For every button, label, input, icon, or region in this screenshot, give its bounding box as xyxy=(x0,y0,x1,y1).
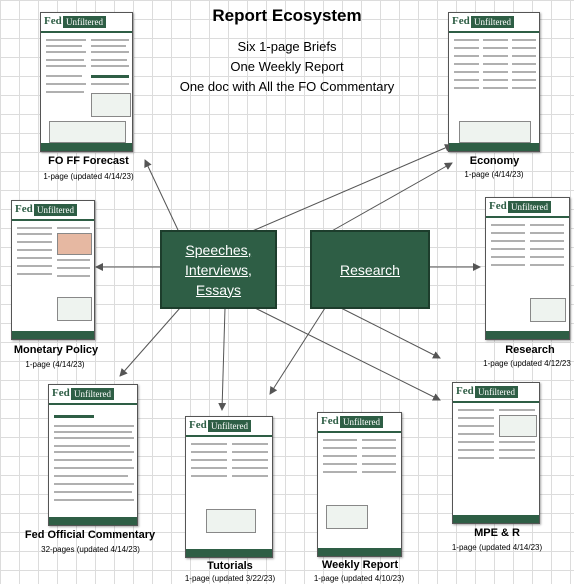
label-tutorials: Tutorials xyxy=(207,560,253,572)
label-economy: Economy xyxy=(469,155,520,167)
caption-weekly-report: 1-page (updated 4/10/23) xyxy=(313,574,405,583)
caption-research: 1-page (updated 4/12/23 xyxy=(483,359,571,368)
research-box-label: Research xyxy=(340,261,400,278)
doc-brand-unfiltered: Unfiltered xyxy=(71,388,114,400)
doc-brand-fed: Fed xyxy=(489,200,507,212)
doc-brand-fed: Fed xyxy=(44,15,62,27)
doc-brand-unfiltered: Unfiltered xyxy=(475,386,518,398)
arrow-to-weekly-report xyxy=(269,307,326,395)
research-box[interactable]: Research xyxy=(310,230,430,309)
arrow-to-mpe-r-1 xyxy=(254,307,441,401)
label-research: Research xyxy=(505,344,555,356)
caption-monetary-policy: 1-page (4/14/23) xyxy=(25,360,85,369)
doc-brand-fed: Fed xyxy=(15,203,33,215)
caption-tutorials: 1-page (updated 3/22/23) xyxy=(184,574,276,583)
label-fed-official-commentary: Fed Official Commentary xyxy=(24,529,156,541)
doc-brand-fed: Fed xyxy=(321,415,339,427)
arrow-to-tutorials xyxy=(218,307,227,411)
doc-brand-fed: Fed xyxy=(456,385,474,397)
subtitle-line-3: One doc with All the FO Commentary xyxy=(179,79,395,94)
label-fo-ff-forecast: FO FF Forecast xyxy=(48,155,129,167)
speeches-line-1: Speeches, xyxy=(185,241,252,258)
arrow-to-research-2 xyxy=(334,304,441,359)
caption-fo-ff-forecast: 1-page (updated 4/14/23) xyxy=(43,172,134,181)
subtitle-line-2: One Weekly Report xyxy=(230,59,344,74)
doc-brand-unfiltered: Unfiltered xyxy=(508,201,551,213)
speeches-line-3: Essays xyxy=(195,281,242,298)
label-weekly-report: Weekly Report xyxy=(321,559,399,571)
doc-brand-unfiltered: Unfiltered xyxy=(34,204,77,216)
doc-brand-fed: Fed xyxy=(452,15,470,27)
arrow-to-fed-official-commentary xyxy=(119,307,181,377)
doc-brand-fed: Fed xyxy=(189,419,207,431)
caption-economy: 1-page (4/14/23) xyxy=(464,170,524,179)
doc-brand-unfiltered: Unfiltered xyxy=(63,16,106,28)
doc-brand-unfiltered: Unfiltered xyxy=(208,420,251,432)
doc-brand-unfiltered: Unfiltered xyxy=(471,16,514,28)
speeches-box[interactable]: Speeches, Interviews, Essays xyxy=(160,230,277,309)
speeches-line-2: Interviews, xyxy=(185,261,252,278)
label-monetary-policy: Monetary Policy xyxy=(13,344,99,356)
page-title: Report Ecosystem xyxy=(212,6,362,25)
arrow-to-economy-2 xyxy=(329,162,453,233)
caption-fed-official-commentary: 32-pages (updated 4/14/23) xyxy=(41,545,140,554)
subtitle-line-1: Six 1-page Briefs xyxy=(237,39,337,54)
label-mpe-r: MPE & R xyxy=(474,527,520,539)
caption-mpe-r: 1-page (updated 4/14/23) xyxy=(451,543,543,552)
doc-brand-unfiltered: Unfiltered xyxy=(340,416,383,428)
doc-brand-fed: Fed xyxy=(52,387,70,399)
arrow-to-economy-1 xyxy=(249,144,453,233)
arrow-to-fo-ff-forecast xyxy=(144,159,179,231)
